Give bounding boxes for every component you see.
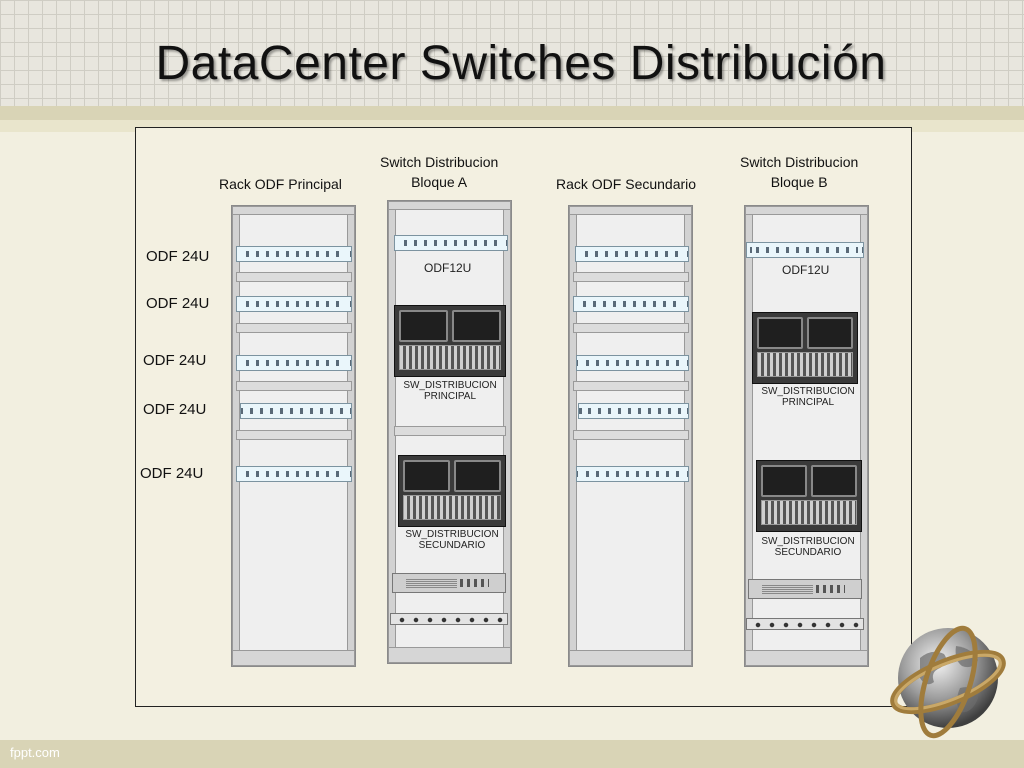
device-label-odf12u: ODF12U [782,263,830,277]
footer-band [0,740,1024,768]
header-band [0,106,1024,120]
odf-label: ODF 24U [143,352,207,369]
globe-icon [890,625,1006,739]
device-label-sw-principal: SW_DISTRIBUCION PRINCIPAL [761,386,855,408]
patch-panel [236,296,352,312]
switch-distribucion-principal [394,305,506,377]
switch-distribucion-secundario [756,460,862,532]
rack-title-switch-b: Switch Distribucion Bloque B [740,154,859,190]
odf-label: ODF 24U [146,248,210,265]
rack-title-odf-principal: Rack ODF Principal [219,176,342,192]
switch-distribucion-secundario [398,455,506,527]
rack-shelf [236,323,352,333]
device-label-sw-principal: SW_DISTRIBUCION PRINCIPAL [403,380,497,402]
patch-panel [578,403,689,419]
odf-label: ODF 24U [140,465,204,482]
header-grid-background [0,0,1024,106]
patch-panel [236,466,352,482]
patch-panel [573,296,689,312]
odf-label: ODF 24U [146,295,210,312]
device-label-sw-secundario: SW_DISTRIBUCION SECUNDARIO [405,529,499,551]
rack-shelf [573,381,689,391]
rack-shelf [573,323,689,333]
rack-shelf [573,272,689,282]
footer-brand: fppt.com [10,745,60,760]
power-supply-unit [392,573,506,593]
patch-panel [236,246,352,262]
patch-panel-odf12u [746,242,864,258]
patch-panel-odf12u [394,235,508,251]
patch-panel [576,355,689,371]
rack-title-odf-secundario: Rack ODF Secundario [556,176,697,192]
power-strip [390,613,508,625]
patch-panel [575,246,689,262]
device-label-sw-secundario: SW_DISTRIBUCION SECUNDARIO [761,536,855,558]
rack-title-switch-a: Switch Distribucion Bloque A [380,154,499,190]
rack-shelf [236,381,352,391]
patch-panel [240,403,352,419]
power-strip [746,618,864,630]
rack-shelf [394,426,506,436]
slide-title: DataCenter Switches Distribución [155,37,887,90]
odf-label: ODF 24U [143,401,207,418]
rack-shelf [236,272,352,282]
patch-panel [236,355,352,371]
switch-distribucion-principal [752,312,858,384]
rack-shelf [236,430,352,440]
power-supply-unit [748,579,862,599]
rack-shelf [573,430,689,440]
device-label-odf12u: ODF12U [424,261,472,275]
patch-panel [576,466,689,482]
